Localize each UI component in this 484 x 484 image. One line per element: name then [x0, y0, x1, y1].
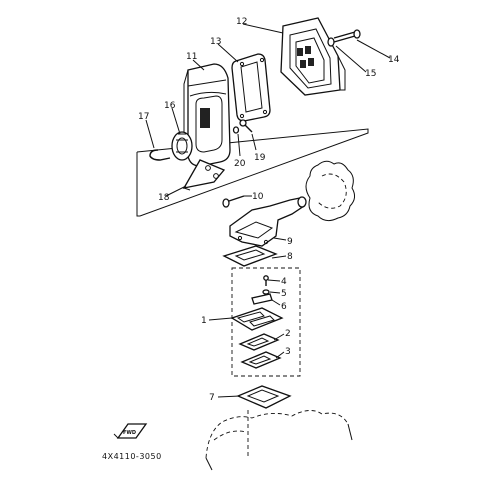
part-3-gasket: [240, 351, 282, 369]
part-4-screw: [263, 275, 269, 286]
label-part-14: 14: [388, 55, 400, 65]
part-7-gasket: [236, 385, 292, 409]
label-part-20: 20: [234, 159, 246, 169]
part-13-gasket: [231, 53, 271, 122]
label-part-18: 18: [158, 193, 170, 203]
part-6-stopper: [251, 293, 273, 305]
label-part-17: 17: [138, 112, 149, 122]
label-part-12: 12: [236, 17, 247, 27]
part-5-washer: [262, 289, 270, 295]
part-12-silencer-cover: [280, 17, 346, 96]
part-8-gasket: [222, 245, 278, 267]
part-16-choke-knob: [171, 131, 193, 161]
reed-valve-plate: [230, 307, 284, 331]
part-17-clip: [149, 149, 171, 161]
front-marker-text: FWD: [123, 430, 136, 436]
label-part-10: 10: [252, 192, 264, 202]
part-14-bolt: [333, 29, 361, 43]
diagram-code: 4X4110-3050: [102, 452, 162, 461]
label-part-7: 7: [209, 393, 215, 403]
part-15-washer: [327, 37, 335, 47]
engine-outline-lower: [205, 410, 353, 471]
engine-outline-upper: [305, 160, 356, 222]
label-part-4: 4: [281, 277, 287, 287]
part-9-intake-manifold: [229, 196, 307, 247]
part-18-lever: [182, 159, 226, 191]
part-2-reed: [238, 333, 280, 351]
label-part-13: 13: [210, 37, 221, 47]
label-part-19: 19: [254, 153, 266, 163]
part-11-silencer-case: [183, 63, 231, 167]
label-part-9: 9: [287, 237, 293, 247]
label-part-3: 3: [285, 347, 291, 357]
part-2-reed-inner: [246, 337, 270, 347]
label-part-5: 5: [281, 289, 287, 299]
upper-assembly-frame: [136, 128, 369, 217]
label-part-11: 11: [186, 52, 197, 62]
label-part-1: 1: [201, 316, 207, 326]
front-direction-marker: FWD: [113, 423, 148, 439]
part-1-reed-valve-assembly-box: [231, 267, 301, 377]
part-19-screw: [239, 119, 253, 133]
label-part-15: 15: [365, 69, 376, 79]
label-part-8: 8: [287, 252, 293, 262]
label-part-2: 2: [285, 329, 291, 339]
part-10-screw: [222, 195, 245, 208]
leader-lines: [145, 23, 391, 398]
label-part-6: 6: [281, 302, 287, 312]
part-3-gasket-inner: [248, 355, 272, 365]
label-part-16: 16: [164, 101, 176, 111]
part-20-washer: [232, 126, 240, 134]
